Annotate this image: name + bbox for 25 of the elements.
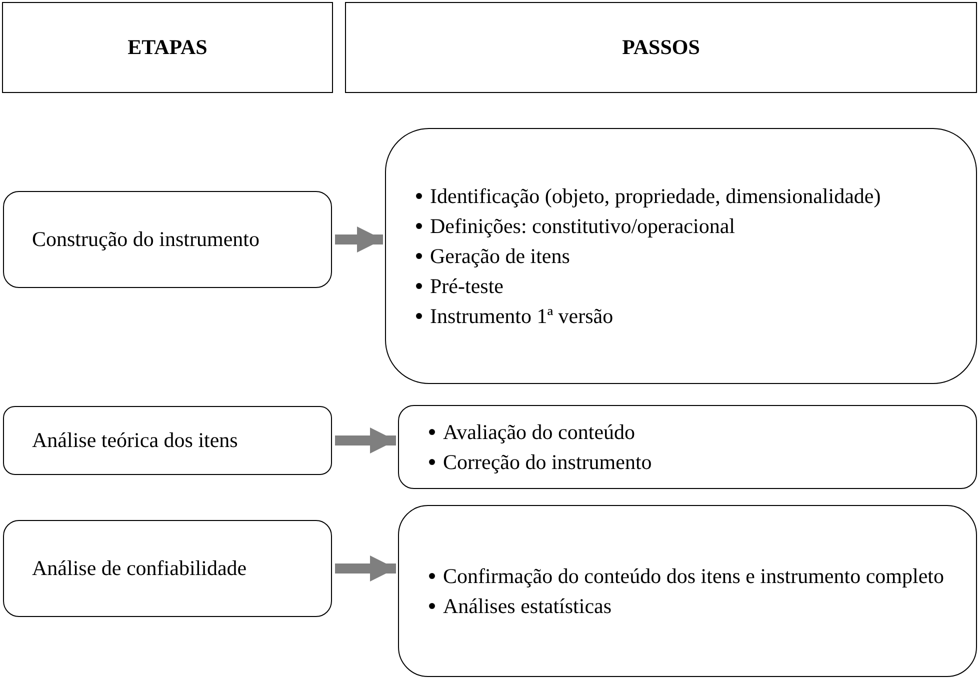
bullet-text: Instrumento 1ª versão: [430, 304, 614, 328]
bullet-text: Análises estatísticas: [443, 594, 612, 618]
rounded-box: [3, 406, 332, 475]
arrow: [335, 226, 383, 252]
column-heading: ETAPAS: [128, 35, 208, 60]
header-box: [345, 2, 977, 93]
arrow: [335, 428, 396, 454]
bullet-text: Confirmação do conteúdo dos itens e instrumento completo: [443, 564, 944, 588]
header-box: [2, 2, 333, 93]
stage-label: Construção do instrumento: [32, 227, 260, 252]
rounded-box: [385, 128, 977, 384]
rounded-box: [398, 505, 977, 677]
rounded-box: [3, 191, 332, 288]
bullet-text: Identificação (objeto, propriedade, dimensionalidade): [430, 184, 881, 208]
bullet-text: Correção do instrumento: [443, 450, 652, 474]
stage-label: Análise teórica dos itens: [32, 428, 238, 453]
column-heading: PASSOS: [622, 35, 700, 60]
rounded-box: [398, 405, 977, 489]
bullet-text: Definições: constitutivo/operacional: [430, 214, 735, 238]
stage-label: Análise de confiabilidade: [32, 556, 247, 581]
bullet-text: Pré-teste: [430, 274, 504, 298]
bullet-text: Geração de itens: [430, 244, 570, 268]
bullet-text: Avaliação do conteúdo: [443, 420, 636, 444]
rounded-box: [3, 520, 332, 617]
arrow: [335, 556, 396, 582]
